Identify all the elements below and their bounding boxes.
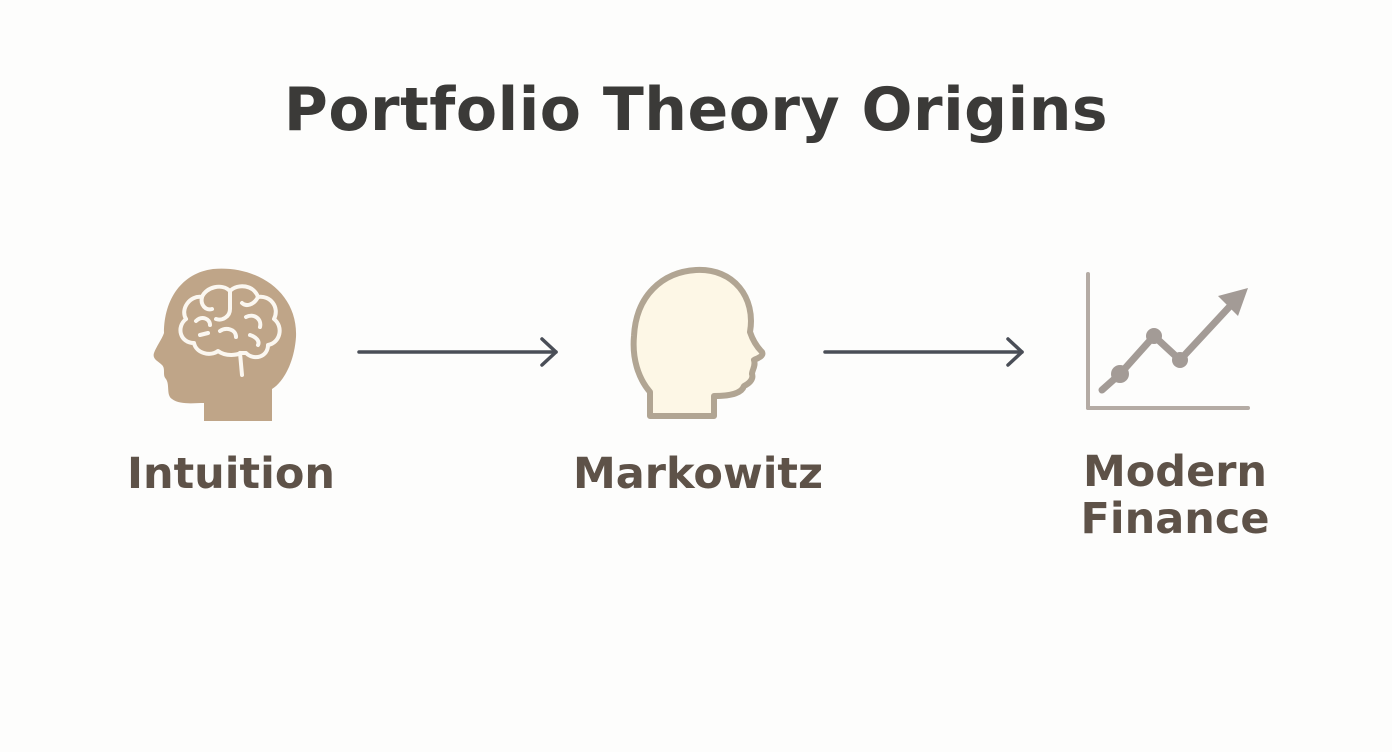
stage-label-intuition: Intuition xyxy=(127,449,335,499)
head-with-brain-icon xyxy=(150,265,300,425)
arrow-right-icon xyxy=(357,337,558,367)
head-silhouette xyxy=(153,268,297,421)
arrow-right-icon xyxy=(823,337,1024,367)
rising-chart-icon xyxy=(1082,268,1254,414)
diagram-title: Portfolio Theory Origins xyxy=(283,75,1109,145)
stage-label-line-1: Modern xyxy=(1082,447,1268,497)
stage-label-modern-finance: Modern Finance xyxy=(1070,449,1280,543)
arrow-2 xyxy=(822,336,1028,368)
arrow-1 xyxy=(356,336,562,368)
stage-label-line-2: Finance xyxy=(1080,494,1270,544)
head-profile-icon xyxy=(630,266,770,426)
brain-icon xyxy=(178,284,282,377)
stage-label-markowitz: Markowitz xyxy=(572,449,824,499)
